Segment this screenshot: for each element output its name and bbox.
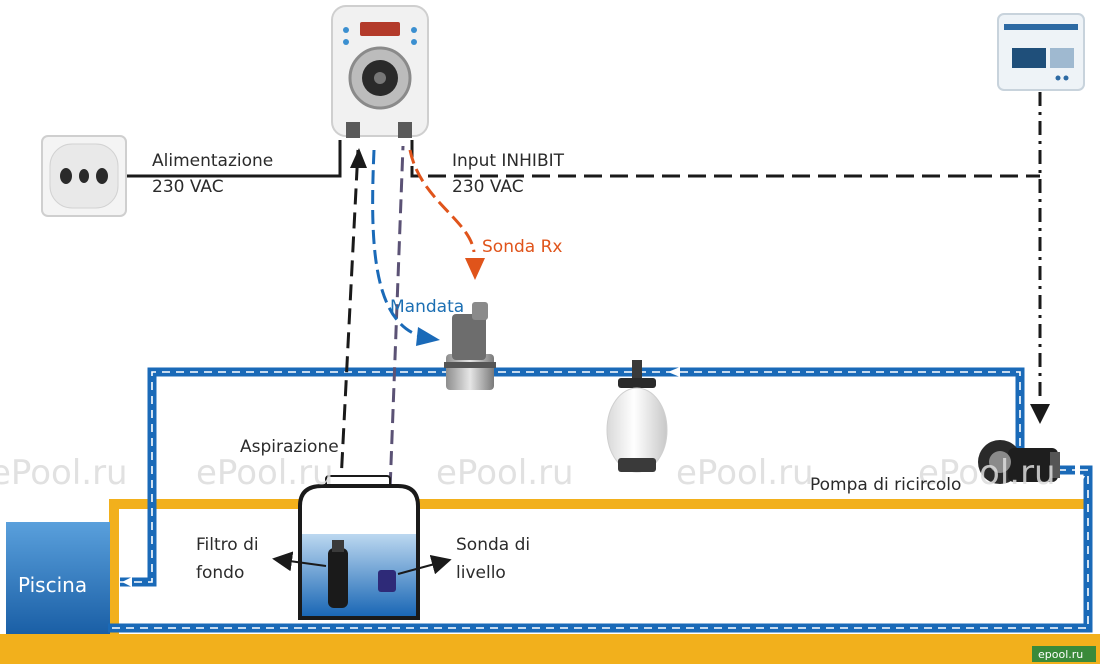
site-badge <box>1032 646 1096 662</box>
controller-arrow-icon <box>1030 404 1050 424</box>
label-pompa: Pompa di ricircolo <box>810 475 961 495</box>
label-alimentazione-voltage: 230 VAC <box>152 177 224 197</box>
label-mandata: Mandata <box>390 297 464 317</box>
sand-filter-icon <box>606 360 668 473</box>
svg-text:ePool.ru: ePool.ru <box>676 453 814 493</box>
flow-arrow-icon <box>122 577 132 587</box>
flow-arrow-icon <box>668 367 680 377</box>
label-alimentazione: Alimentazione <box>152 151 273 171</box>
filtro-pointer <box>272 551 327 572</box>
sonda-rx-arrow-icon <box>465 258 485 280</box>
circulation-pump-icon <box>978 440 1060 484</box>
inhibit-line <box>410 140 1040 178</box>
svg-text:ePool.ru: ePool.ru <box>196 453 334 493</box>
label-aspirazione: Aspirazione <box>240 437 339 457</box>
svg-text:ePool.ru: ePool.ru <box>436 453 574 493</box>
label-filtro-1: Filtro di <box>196 535 259 555</box>
yellow-floor <box>0 634 1100 664</box>
power-socket-icon <box>41 135 127 217</box>
svg-text:ePool.ru: ePool.ru <box>918 453 1056 493</box>
label-filtro-2: fondo <box>196 563 244 583</box>
watermarks: ePool.ru ePool.ru ePool.ru ePool.ru ePoo… <box>0 453 1056 493</box>
svg-text:ePool.ru: ePool.ru <box>0 453 128 493</box>
suction-arrow-icon <box>350 148 367 168</box>
control-unit-icon <box>997 13 1085 91</box>
label-sonda-livello-1: Sonda di <box>456 535 530 555</box>
suction-tank-icon <box>298 475 420 620</box>
livello-pointer <box>397 554 452 575</box>
label-sonda-rx: Sonda Rx <box>482 237 562 257</box>
power-line-main <box>126 140 342 178</box>
label-sonda-livello-2: livello <box>456 563 506 583</box>
probe-holder-icon <box>444 302 496 390</box>
mandata-tube <box>371 149 421 338</box>
mandata-arrow-icon <box>416 327 440 346</box>
yellow-pipe <box>109 499 1088 640</box>
label-input-inhibit: Input INHIBIT <box>452 151 565 171</box>
piscina-label: Piscina <box>18 573 87 597</box>
peristaltic-pump-icon <box>331 5 429 138</box>
flow-arrow-icon <box>1075 476 1085 486</box>
pool <box>6 522 110 634</box>
label-input-inhibit-voltage: 230 VAC <box>452 177 524 197</box>
sonda-rx-line <box>408 149 476 253</box>
suction-line <box>336 149 360 541</box>
site-badge-label: epool.ru <box>1038 648 1083 661</box>
